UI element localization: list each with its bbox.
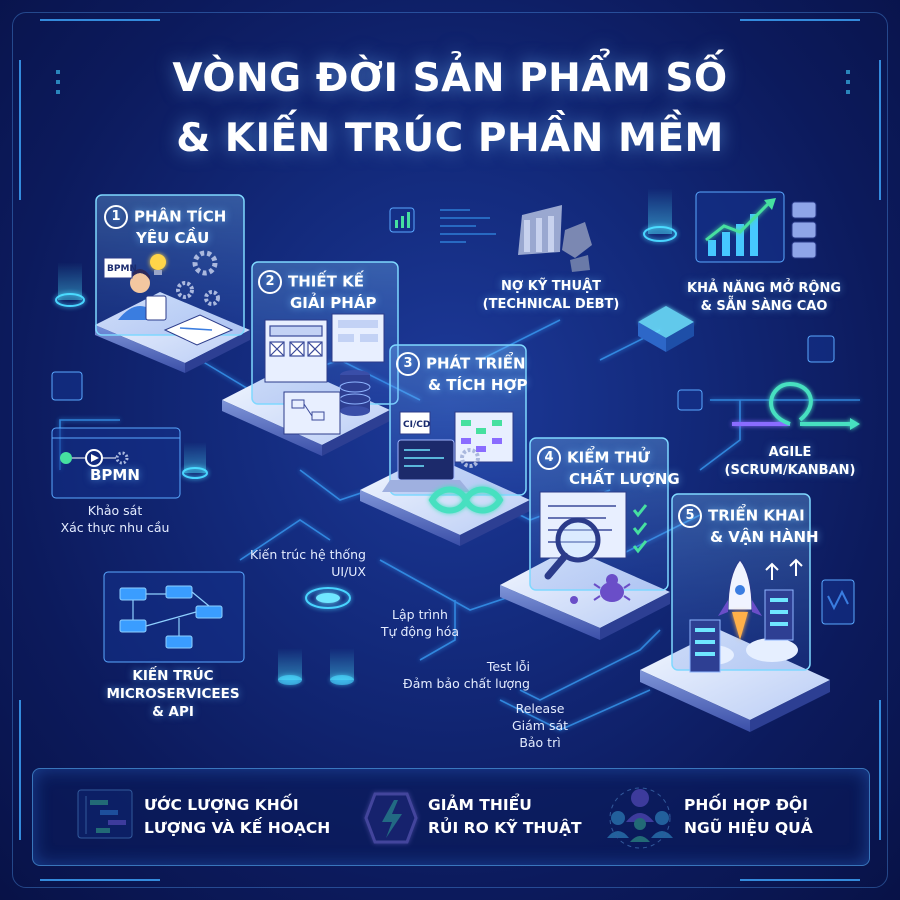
step-4-title: 4 KIỂM THỬ CHẤT LƯỢNG	[537, 446, 680, 489]
step-3-title-line-2: & TÍCH HỢP	[428, 376, 528, 394]
benefit-1-text: ƯỚC LƯỢNG KHỐI LƯỢNG VÀ KẾ HOẠCH	[144, 794, 330, 840]
deployment-note-2: Giám sát	[511, 718, 569, 733]
bpmn-doc-tag: BPMN	[107, 264, 137, 274]
scalability-label-line-1: KHẢ NĂNG MỞ RỘNG	[687, 281, 841, 296]
benefit-1-line-1: ƯỚC LƯỢNG KHỐI	[144, 796, 299, 814]
deployment-notes: Release Giám sát Bảo trì	[500, 700, 580, 751]
testing-note-2: Đảm bảo chất lượng	[403, 676, 530, 691]
bpmn-label: BPMN	[90, 466, 140, 484]
tech-debt-label-line-1: NỢ KỸ THUẬT	[500, 279, 601, 294]
development-notes: Lập trình Tự động hóa	[370, 606, 470, 640]
step-1-title-line-1: PHÂN TÍCH	[134, 207, 227, 226]
design-notes: Kiến trúc hệ thống UI/UX	[186, 546, 366, 580]
benefit-1-line-2: LƯỢNG VÀ KẾ HOẠCH	[144, 819, 331, 837]
step-1-title: 1 PHÂN TÍCH YÊU CẦU	[104, 205, 226, 248]
bpmn-panel	[51, 427, 181, 499]
step-5-title-line-2: & VẬN HÀNH	[710, 528, 819, 546]
step-5-number: 5	[678, 504, 702, 528]
analysis-notes: Khảo sát Xác thực nhu cầu	[40, 502, 190, 536]
testing-notes: Test lỗi Đảm bảo chất lượng	[380, 658, 530, 692]
step-2-title: 2 THIẾT KẾ GIẢI PHÁP	[258, 270, 376, 313]
scalability-label: KHẢ NĂNG MỞ RỘNG & SẴN SÀNG CAO	[674, 280, 854, 316]
step-3-title: 3 PHÁT TRIỂN & TÍCH HỢP	[396, 352, 528, 395]
benefit-2-line-1: GIẢM THIỂU	[428, 796, 532, 814]
deployment-note-1: Release	[515, 701, 565, 716]
agile-label: AGILE (SCRUM/KANBAN)	[720, 444, 860, 480]
step-3-title-line-1: PHÁT TRIỂN	[426, 354, 526, 373]
microservices-panel	[103, 571, 245, 663]
microservices-label-line-3: & API	[152, 704, 194, 720]
analysis-note-2: Xác thực nhu cầu	[60, 520, 170, 535]
tech-debt-label: NỢ KỸ THUẬT (TECHNICAL DEBT)	[476, 278, 626, 314]
benefit-3-line-2: NGŨ HIỆU QUẢ	[684, 819, 813, 837]
cicd-tag: CI/CD	[403, 420, 430, 430]
development-note-2: Tự động hóa	[380, 624, 460, 639]
step-4-number: 4	[537, 446, 561, 470]
step-4-title-line-1: KIỂM THỬ	[567, 448, 650, 467]
page-title-line-1: VÒNG ĐỜI SẢN PHẨM SỐ	[172, 56, 728, 101]
step-1-title-line-2: YÊU CẦU	[136, 229, 210, 247]
scalability-chart	[695, 191, 817, 263]
microservices-label-line-1: KIẾN TRÚC	[132, 668, 214, 684]
analysis-note-1: Khảo sát	[87, 503, 143, 518]
page-title-line-2: & KIẾN TRÚC PHẦN MỀM	[176, 116, 724, 161]
step-2-number: 2	[258, 270, 282, 294]
microservices-label-line-2: MICROSERVICEES	[106, 686, 240, 702]
step-4-title-line-2: CHẤT LƯỢNG	[569, 470, 680, 488]
step-1-tile: BPMN	[95, 194, 250, 373]
step-3-number: 3	[396, 352, 420, 376]
benefit-3-line-1: PHỐI HỢP ĐỘI	[684, 796, 808, 814]
benefit-2-line-2: RỦI RO KỸ THUẬT	[428, 819, 582, 837]
benefits-bar	[32, 768, 870, 866]
benefit-2-text: GIẢM THIỂU RỦI RO KỸ THUẬT	[428, 794, 582, 840]
step-5-tile	[640, 493, 830, 732]
agile-label-line-2: (SCRUM/KANBAN)	[724, 463, 856, 478]
step-2-tile	[222, 261, 399, 456]
step-2-title-line-2: GIẢI PHÁP	[290, 294, 377, 312]
step-5-title-line-1: TRIỂN KHAI	[708, 506, 805, 525]
step-4-tile	[500, 437, 670, 640]
step-5-title: 5 TRIỂN KHAI & VẬN HÀNH	[678, 504, 819, 547]
outer-frame	[12, 12, 888, 888]
step-2-title-line-1: THIẾT KẾ	[288, 272, 364, 291]
tech-debt-label-line-2: (TECHNICAL DEBT)	[482, 297, 620, 312]
tech-debt-illustration	[518, 205, 592, 272]
agile-loop	[732, 381, 860, 430]
design-note-1: Kiến trúc hệ thống	[250, 547, 366, 562]
step-3-tile: CI/CD	[360, 344, 530, 546]
scalability-label-line-2: & SẴN SÀNG CAO	[700, 299, 828, 314]
agile-label-line-1: AGILE	[768, 445, 812, 460]
deployment-note-3: Bảo trì	[519, 735, 561, 750]
microservices-label: KIẾN TRÚC MICROSERVICEES & API	[88, 667, 258, 721]
step-1-number: 1	[104, 205, 128, 229]
development-note-1: Lập trình	[392, 607, 448, 622]
benefit-3-text: PHỐI HỢP ĐỘI NGŨ HIỆU QUẢ	[684, 794, 813, 840]
design-note-2: UI/UX	[331, 564, 366, 579]
testing-note-1: Test lỗi	[486, 659, 530, 674]
